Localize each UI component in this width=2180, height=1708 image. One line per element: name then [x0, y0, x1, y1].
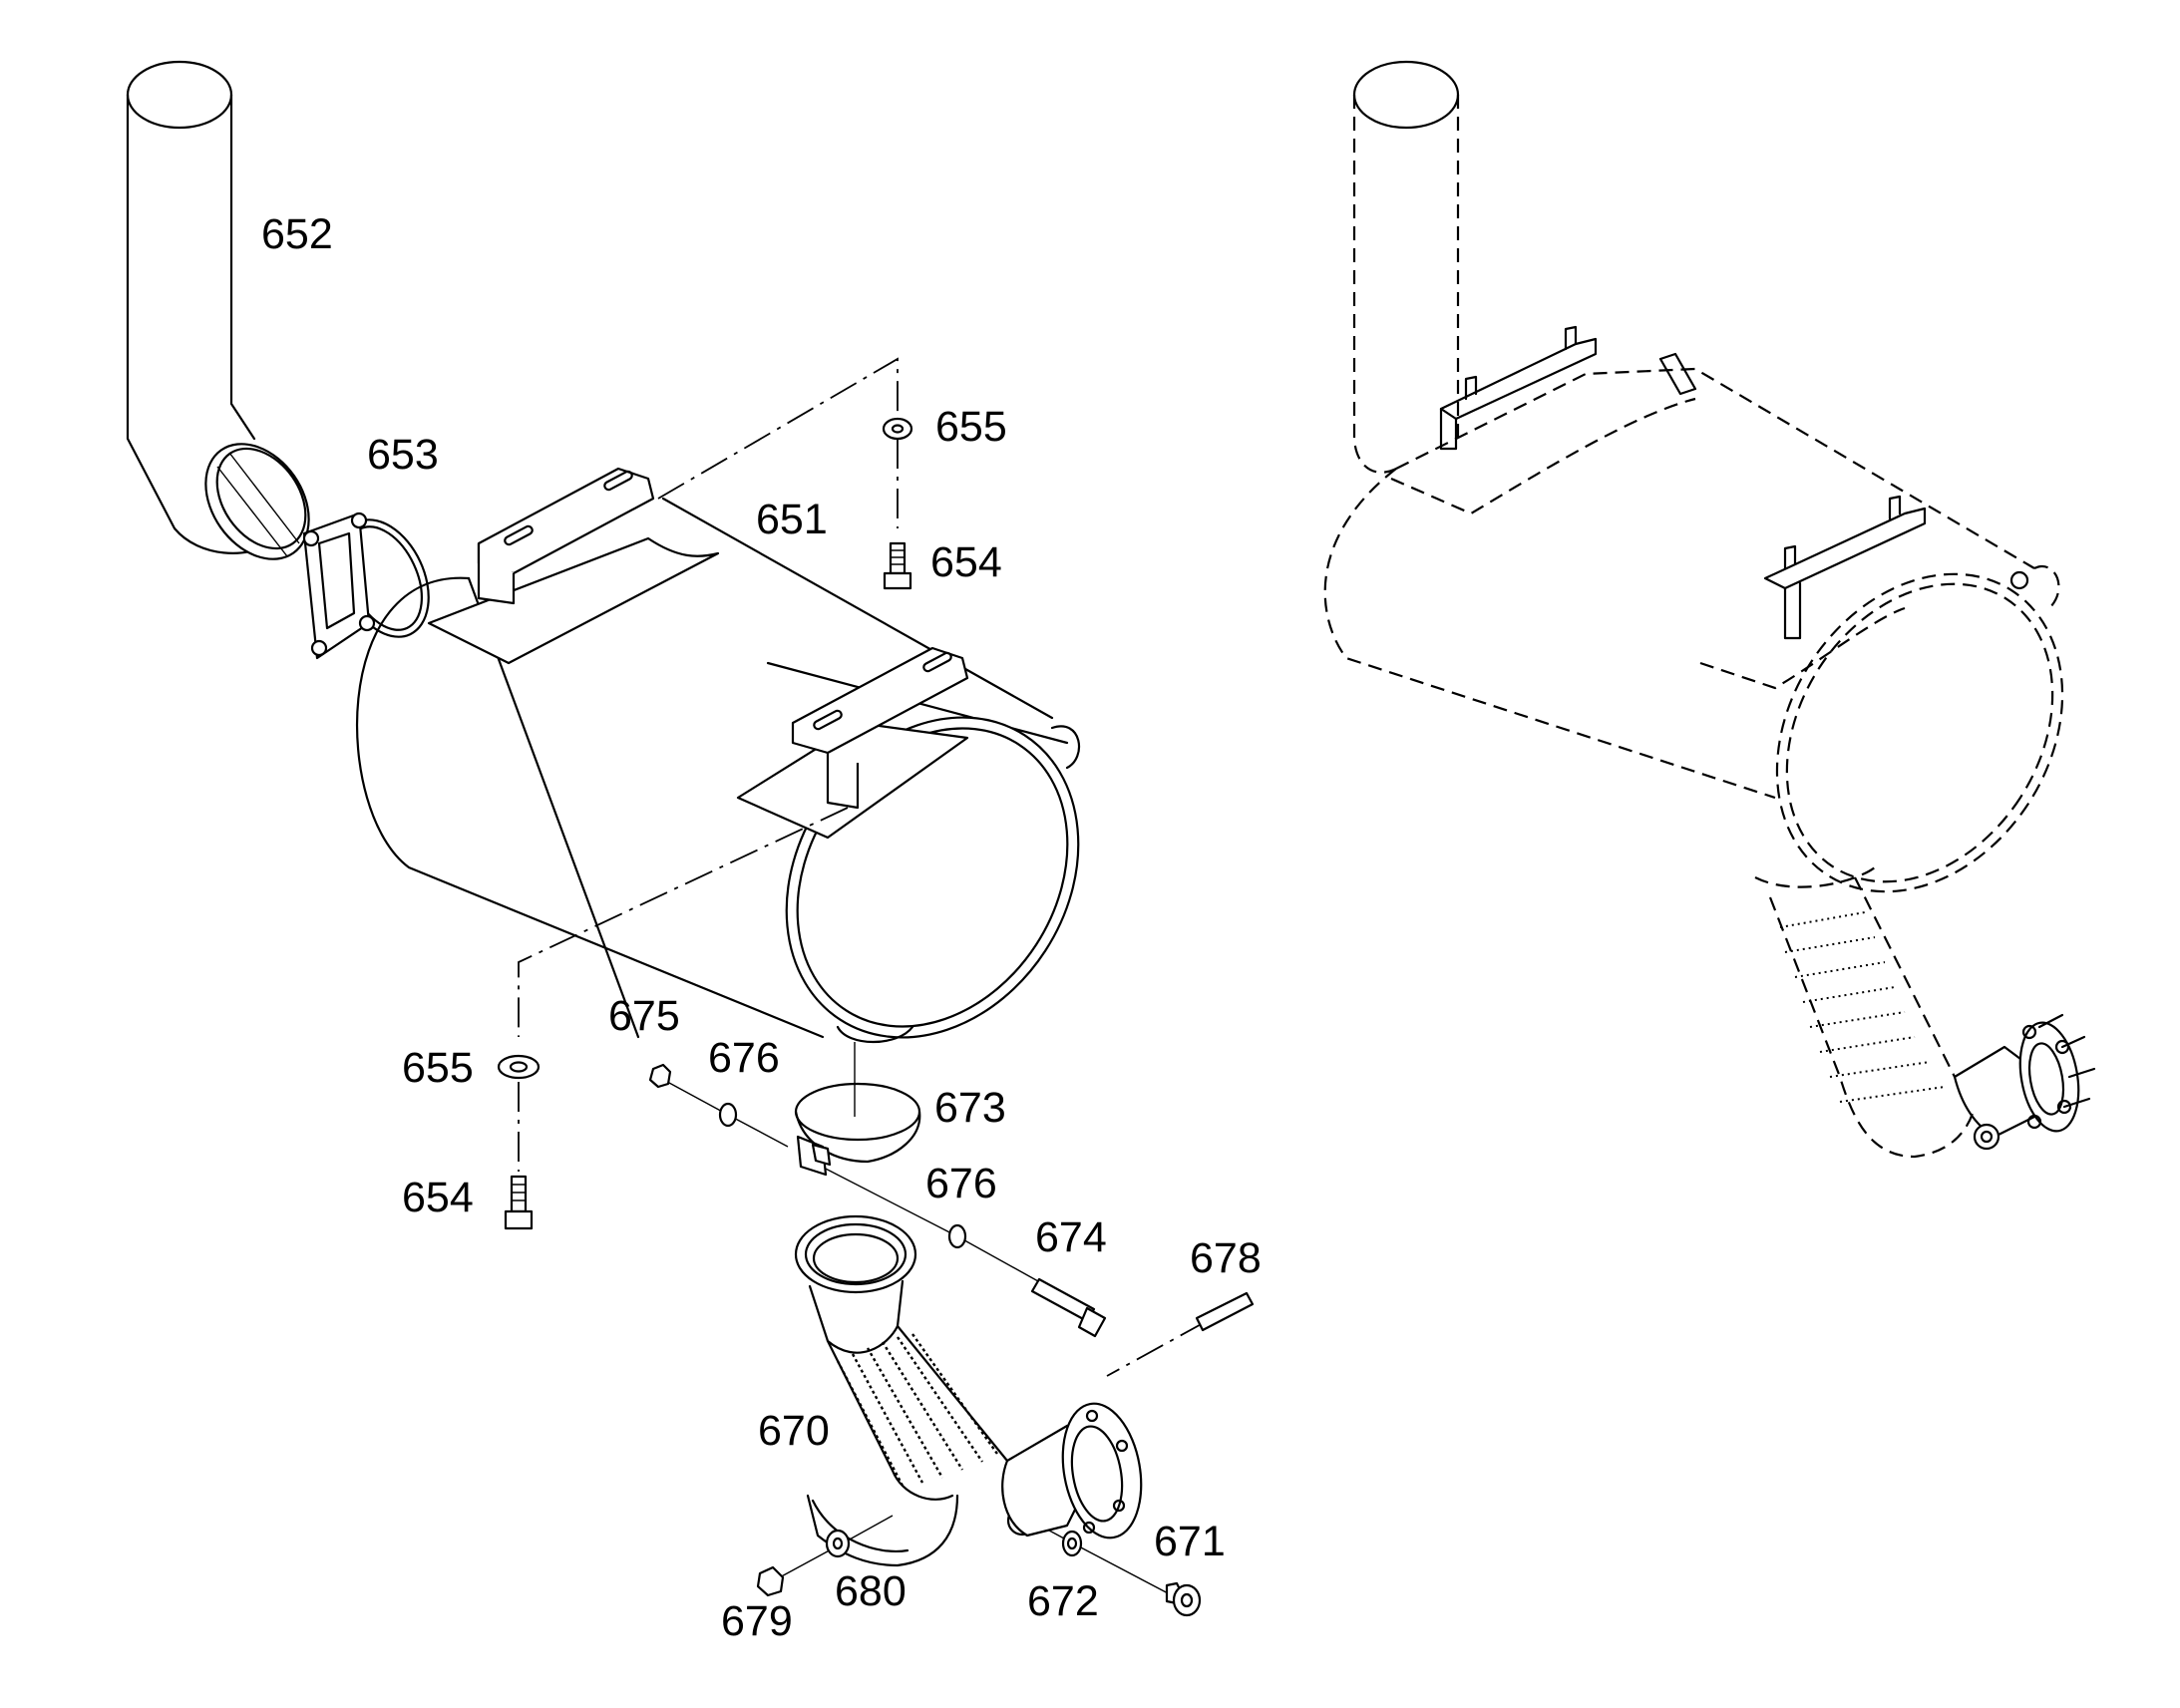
washer-655-top [882, 417, 913, 441]
muffler-bracket-upper [477, 467, 655, 605]
stud-678 [1195, 1291, 1255, 1332]
muffler-body [356, 497, 1081, 1044]
washer-676-bottom [947, 1223, 967, 1249]
nut-675 [648, 1063, 672, 1089]
flex-exhaust-pipe [794, 1214, 1143, 1567]
label-673: 673 [934, 1084, 1006, 1132]
label-676-bottom: 676 [925, 1160, 997, 1207]
label-655-top: 655 [935, 403, 1007, 451]
bolt-674 [1030, 1277, 1107, 1338]
label-676-top: 676 [708, 1034, 780, 1082]
label-654-bottom: 654 [402, 1174, 474, 1221]
label-679: 679 [721, 1597, 793, 1645]
plug-671 [1165, 1581, 1202, 1617]
label-652: 652 [261, 210, 333, 258]
nut-679 [756, 1565, 785, 1597]
washer-676-top [718, 1102, 738, 1128]
exhaust-stack-pipe [126, 60, 310, 560]
muffler-bracket-lower [791, 646, 969, 810]
label-674: 674 [1035, 1213, 1107, 1261]
label-651: 651 [756, 496, 828, 543]
bolt-654-bottom [504, 1175, 534, 1230]
label-680: 680 [835, 1567, 907, 1615]
label-670: 670 [758, 1407, 830, 1455]
pipe-clamp [302, 512, 430, 660]
label-678: 678 [1190, 1234, 1262, 1282]
bolt-654-top [883, 541, 912, 590]
leader-651-top [657, 357, 899, 500]
washer-655-bottom [497, 1054, 541, 1080]
washer-672 [1061, 1530, 1083, 1557]
washer-680 [825, 1529, 851, 1558]
label-675: 675 [608, 992, 680, 1040]
label-654-top: 654 [930, 538, 1002, 586]
leader-678 [1106, 1320, 1208, 1377]
label-671: 671 [1154, 1518, 1226, 1565]
label-655-bottom: 655 [402, 1044, 474, 1092]
label-653: 653 [367, 431, 439, 479]
assembled-view [1323, 60, 2096, 1159]
leader-651-bottom [518, 807, 849, 1037]
label-672: 672 [1027, 1577, 1099, 1625]
band-clamp [794, 1082, 921, 1177]
